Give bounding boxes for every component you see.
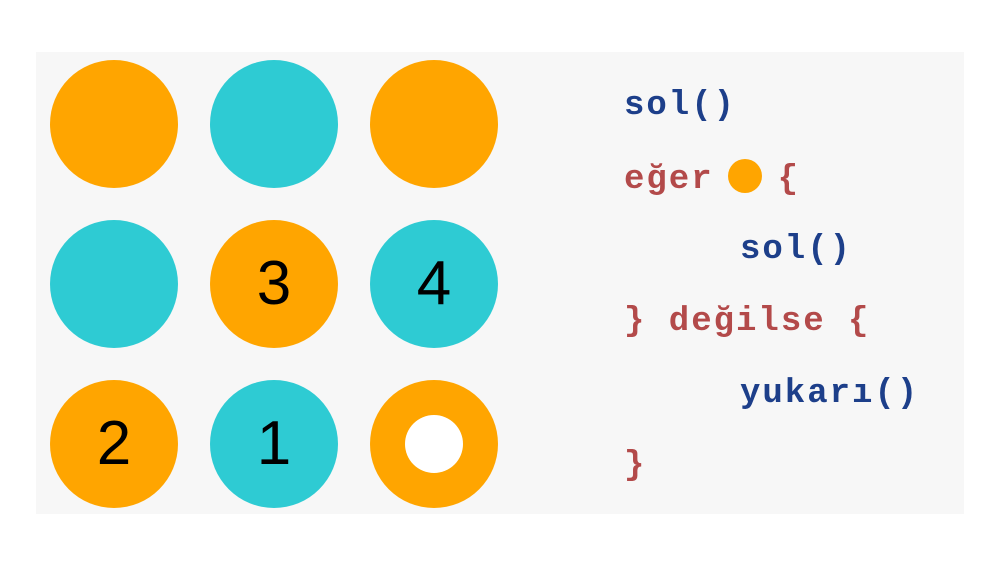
circle-label: 4 — [416, 249, 452, 318]
brace-close: } — [624, 447, 647, 485]
circle-r1-c1 — [50, 60, 178, 188]
circle-grid: 3 4 2 1 — [50, 60, 500, 510]
circle-r3-c2: 1 — [210, 380, 338, 508]
circle-r3-c1: 2 — [50, 380, 178, 508]
orange-circle-icon — [727, 159, 762, 194]
keyword-if: eğer — [624, 161, 714, 199]
code-line-4: } değilse { — [624, 298, 870, 346]
call-yukari: yukarı() — [740, 375, 920, 413]
circle-label: 2 — [96, 409, 132, 478]
code-line-3: sol() — [740, 226, 852, 274]
circle-r2-c1 — [50, 220, 178, 348]
circle-label: 1 — [256, 409, 292, 478]
brace-open: { — [777, 161, 801, 199]
circle-r1-c3 — [370, 60, 498, 188]
circle-label: 3 — [256, 249, 292, 318]
call-sol-nested: sol() — [740, 231, 853, 269]
ring-hole — [405, 415, 463, 473]
circle-r2-c3: 4 — [370, 220, 498, 348]
code-line-6: } — [624, 442, 646, 490]
call-sol: sol() — [624, 87, 737, 125]
code-line-2: eğer { — [624, 156, 800, 204]
circle-r2-c2: 3 — [210, 220, 338, 348]
keyword-else: } değilse { — [624, 303, 871, 341]
circle-r1-c2 — [210, 60, 338, 188]
circle-r3-c3-ring — [370, 380, 498, 508]
code-line-1: sol() — [624, 82, 736, 130]
code-line-5: yukarı() — [740, 370, 919, 418]
background-panel — [36, 52, 964, 514]
